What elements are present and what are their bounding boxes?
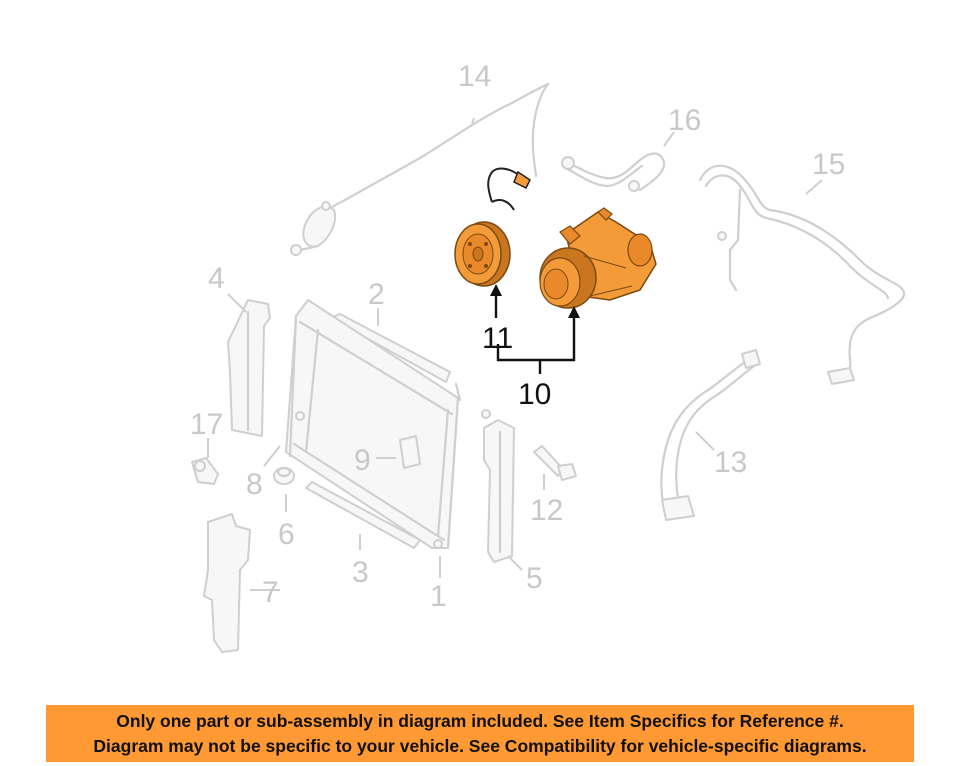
disclaimer-line-1: Only one part or sub-assembly in diagram… <box>116 710 844 731</box>
part-2-seal <box>329 313 451 383</box>
parts-diagram: 14 16 15 4 2 11 10 17 9 13 8 12 6 3 5 7 … <box>190 60 906 653</box>
leader-lines <box>207 117 823 591</box>
part-11-clutch <box>454 167 531 287</box>
part-16-pipe <box>561 152 666 192</box>
callout-labels: 14 16 15 4 2 11 10 17 9 13 8 12 6 3 5 7 … <box>190 60 845 613</box>
part-5-seal <box>481 409 515 563</box>
callout-12: 12 <box>530 494 563 527</box>
callout-16: 16 <box>668 104 701 137</box>
callout-2: 2 <box>368 278 385 311</box>
part-13-hose <box>660 349 761 521</box>
callout-6: 6 <box>278 518 295 551</box>
part-3-seal <box>305 481 421 549</box>
callout-3: 3 <box>352 556 369 589</box>
part-10-compressor <box>539 207 657 309</box>
part-17-sensor <box>191 457 219 485</box>
part-9-block <box>399 435 421 469</box>
callout-5: 5 <box>526 562 543 595</box>
part-12-bolt <box>533 445 577 481</box>
callout-17: 17 <box>190 408 223 441</box>
part-7-duct <box>203 513 251 653</box>
callout-15: 15 <box>812 148 845 181</box>
callout-10: 10 <box>518 378 551 411</box>
callout-9: 9 <box>354 444 371 477</box>
part-1-condenser <box>285 299 462 550</box>
part-6-grommet <box>273 466 295 485</box>
part-14-hose <box>290 82 550 256</box>
part-15-hose <box>698 164 906 385</box>
disclaimer-line-2: Diagram may not be specific to your vehi… <box>93 735 867 756</box>
part-4-seal <box>227 299 271 437</box>
disclaimer-banner: Only one part or sub-assembly in diagram… <box>46 705 914 762</box>
callout-8: 8 <box>246 468 263 501</box>
callout-14: 14 <box>458 60 491 93</box>
callout-11: 11 <box>482 322 513 355</box>
callout-13: 13 <box>714 446 747 479</box>
callout-4: 4 <box>208 262 225 295</box>
callout-1: 1 <box>430 580 447 613</box>
callout-7: 7 <box>262 576 279 609</box>
